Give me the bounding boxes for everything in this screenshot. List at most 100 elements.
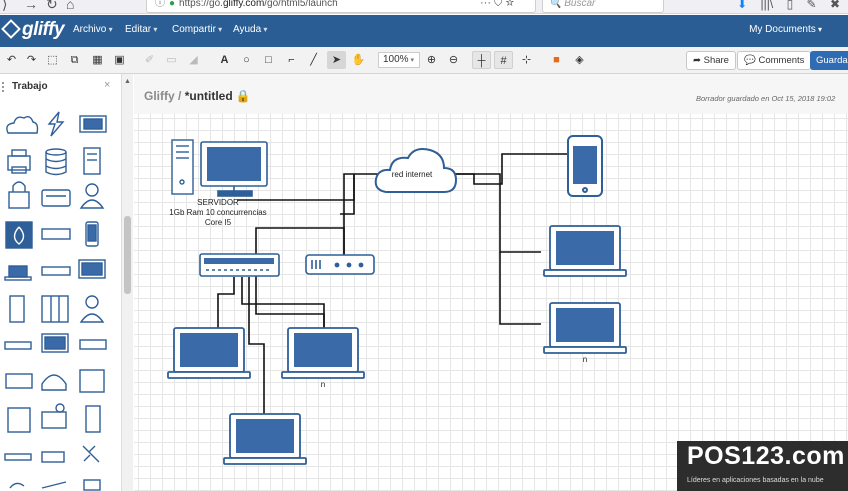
redo-icon[interactable]: ↷ <box>26 54 37 66</box>
network-device-shape-icon[interactable] <box>41 451 65 463</box>
satellite-shape-icon[interactable] <box>82 445 100 463</box>
panel-scrollbar[interactable]: ▲ <box>121 74 133 491</box>
network-switch-icon[interactable] <box>199 253 280 277</box>
ip-phone-shape-icon[interactable] <box>79 369 105 393</box>
film-shape-icon[interactable] <box>85 405 101 433</box>
grid-icon[interactable]: # <box>494 51 513 69</box>
server-tower-icon[interactable] <box>171 139 194 195</box>
ups-shape-icon[interactable] <box>79 339 107 350</box>
share-button[interactable]: ➦ Share <box>686 51 736 70</box>
firewall-shape-icon[interactable] <box>5 221 33 249</box>
box-shape-icon[interactable] <box>83 479 101 491</box>
theme-icon[interactable]: ■ <box>553 54 560 66</box>
zoom-select[interactable]: 100% <box>378 52 420 68</box>
rectangle-tool-icon[interactable]: □ <box>265 54 272 66</box>
telephone-shape-icon[interactable] <box>41 374 67 391</box>
connector-tool-icon[interactable]: ⌐ <box>288 54 295 66</box>
refresh-icon[interactable]: ↻ <box>46 0 58 12</box>
zoom-in-icon[interactable]: ⊕ <box>426 54 437 66</box>
smartphone-icon[interactable] <box>567 135 603 197</box>
printer-shape-icon[interactable] <box>7 149 31 174</box>
pointer-tool-icon[interactable]: ➤ <box>327 51 346 69</box>
hub-shape-icon[interactable] <box>41 266 71 276</box>
user-shape-icon[interactable] <box>79 183 105 209</box>
laptop-label[interactable]: n <box>320 380 326 389</box>
extension-icon[interactable]: ✖ <box>829 0 840 11</box>
laptop-shape-icon[interactable] <box>4 265 32 281</box>
hand-tool-icon[interactable]: ✋ <box>351 54 366 66</box>
imac-shape-icon[interactable] <box>41 333 69 353</box>
close-icon[interactable]: × <box>104 79 111 91</box>
cloud-label[interactable]: red internet <box>391 170 433 179</box>
document-title[interactable]: Gliffy / *untitled🔒 <box>144 89 251 103</box>
line-tool-icon[interactable]: ╱ <box>310 54 317 66</box>
lightning-shape-icon[interactable] <box>47 111 65 137</box>
library-icon[interactable]: |||\ <box>760 0 774 11</box>
laptop-label[interactable]: n <box>582 355 588 364</box>
info-icon[interactable]: ⓘ <box>155 0 165 9</box>
bridge-shape-icon[interactable] <box>4 453 32 461</box>
padlock-shape-icon[interactable] <box>8 181 30 209</box>
save-button[interactable]: Guardar <box>810 51 848 70</box>
antenna-shape-icon[interactable] <box>9 482 25 489</box>
monitor-shape-icon[interactable] <box>79 115 107 133</box>
snap-icon[interactable]: ⊹ <box>521 54 532 66</box>
download-icon[interactable]: ⬇ <box>737 0 748 11</box>
forward-icon[interactable]: → <box>24 0 38 12</box>
database-shape-icon[interactable] <box>45 148 67 176</box>
drag-handle-icon[interactable] <box>2 82 7 92</box>
page-actions-icon[interactable]: ··· ⛉ ☆ <box>480 0 515 9</box>
router-icon[interactable] <box>305 254 375 275</box>
server-label[interactable]: SERVIDOR 1Gb Ram 10 concurrencias Core I… <box>169 198 267 227</box>
rack-shape-icon[interactable] <box>41 295 69 323</box>
scanner-shape-icon[interactable] <box>41 403 67 429</box>
connection-lines[interactable] <box>217 153 567 414</box>
switch-shape-icon[interactable] <box>41 228 71 240</box>
search-input[interactable]: 🔍 Buscar <box>542 0 664 13</box>
address-bar[interactable]: ⓘ●https://go.gliffy.com/go/html5/launch <box>146 0 536 13</box>
scroll-up-icon[interactable]: ▲ <box>124 78 131 85</box>
text-tool-icon[interactable]: A <box>220 54 229 66</box>
wire-shape-icon[interactable] <box>41 481 67 489</box>
home-icon[interactable]: ⌂ <box>66 0 75 12</box>
laptop-icon[interactable] <box>223 413 307 465</box>
display-shape-icon[interactable] <box>78 259 106 279</box>
tools-icon[interactable]: ✎ <box>806 0 817 11</box>
pen-icon[interactable]: ✐ <box>144 54 155 66</box>
my-documents-menu[interactable]: My Documents <box>749 24 822 35</box>
menu-editar[interactable]: Editar <box>125 24 157 35</box>
ellipse-tool-icon[interactable]: ○ <box>243 54 250 66</box>
panel-header[interactable]: Trabajo × <box>0 79 120 95</box>
cabinet-shape-icon[interactable] <box>7 407 31 433</box>
laptop-icon[interactable] <box>543 302 627 354</box>
tower-shape-icon[interactable] <box>9 295 25 323</box>
server-rack-shape-icon[interactable] <box>83 147 101 175</box>
zoom-out-icon[interactable]: ⊖ <box>448 54 459 66</box>
layers-icon[interactable]: ◈ <box>575 54 584 66</box>
ungroup-icon[interactable]: ▣ <box>114 54 125 66</box>
lock-icon[interactable]: 🔒 <box>235 89 251 103</box>
laptop-icon[interactable] <box>167 327 251 379</box>
mobile-shape-icon[interactable] <box>85 221 99 247</box>
modem-shape-icon[interactable] <box>4 341 32 350</box>
arrange-icon[interactable]: ▦ <box>92 54 103 66</box>
laptop-icon[interactable] <box>281 327 365 379</box>
disk-array-shape-icon[interactable] <box>41 189 71 207</box>
cloud-shape-icon[interactable] <box>6 115 39 134</box>
undo-icon[interactable]: ↶ <box>6 54 17 66</box>
scroll-thumb[interactable] <box>124 216 131 294</box>
menu-compartir[interactable]: Compartir <box>172 24 222 35</box>
select-area-icon[interactable]: ⬚ <box>47 54 58 66</box>
menu-ayuda[interactable]: Ayuda <box>233 24 267 35</box>
sidebar-icon[interactable]: ▯ <box>786 0 794 11</box>
comments-button[interactable]: 💬 Comments <box>737 51 812 70</box>
internet-cloud-icon[interactable] <box>374 148 458 193</box>
fill-icon[interactable]: ◢ <box>189 54 198 66</box>
guides-icon[interactable]: ┼ <box>472 51 491 69</box>
back-icon[interactable]: ⟩ <box>2 0 8 12</box>
server-monitor-icon[interactable] <box>200 141 268 197</box>
user-group-shape-icon[interactable] <box>79 295 105 323</box>
comment-shape-icon[interactable]: ▭ <box>166 54 177 66</box>
group-icon[interactable]: ⧉ <box>70 54 79 66</box>
fax-shape-icon[interactable] <box>5 373 33 389</box>
